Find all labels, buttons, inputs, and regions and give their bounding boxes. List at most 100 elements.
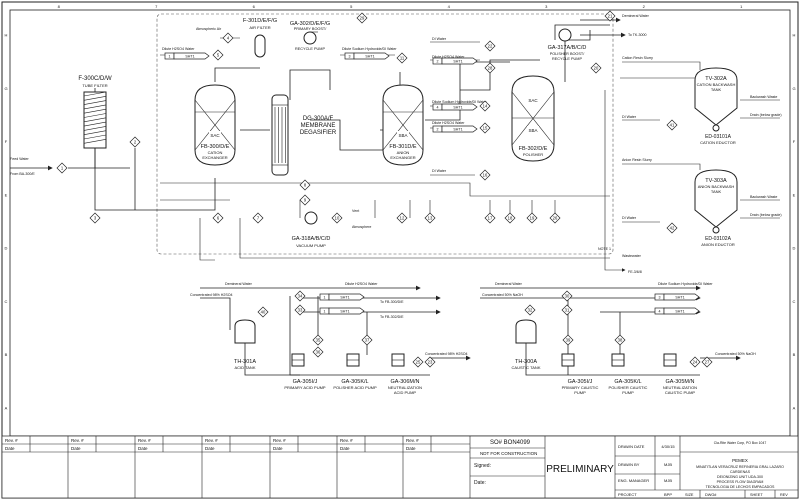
rev-cell-label: Rev. # xyxy=(340,438,353,443)
row-label-H: H xyxy=(5,33,8,38)
date-cell-label: Date xyxy=(205,446,215,451)
col-label-1: 1 xyxy=(740,4,743,9)
to-fb302-label: To FB-302/D/E xyxy=(380,315,404,319)
stream-bubble xyxy=(701,356,713,368)
stream-bubble xyxy=(294,290,306,302)
degasifier-desc2: DEGASIFIER xyxy=(300,130,337,136)
filter-hatch-line xyxy=(83,104,107,110)
caustic-tank-tag: TH-300A xyxy=(515,359,537,365)
eng-manager-label: ENG. MANAGER xyxy=(618,478,649,483)
stream-bubble xyxy=(331,212,343,224)
primary-pump-desc2: RECYCLE PUMP xyxy=(295,47,325,51)
stream-bubble xyxy=(222,32,234,44)
anion-exchanger-desc2: EXCHANGER xyxy=(390,155,415,160)
stream-bubble-number: 21 xyxy=(608,14,613,19)
border-grid-labels: 8877665544332211HHGGFFEEDDCCBBAA xyxy=(4,4,795,443)
cation-backwash-tank: TV-302A CATION BACKWASH TANK ED-03101A C… xyxy=(694,67,738,145)
acid-tank: TH-301A ACID TANK xyxy=(234,319,256,370)
sheet-ref-tag xyxy=(663,307,700,315)
filter-hatch-line xyxy=(83,130,107,135)
stream-bubble-number: 35 xyxy=(316,338,321,343)
stream-bubble-number: 3 xyxy=(94,216,97,221)
di-water-label-1: DI Water xyxy=(432,37,447,41)
membrane-degasifier: DG-300A/F MEMBRANE DEGASIFIER xyxy=(271,94,337,176)
client-name: PEMEX xyxy=(732,458,748,463)
stream-bubble xyxy=(396,212,408,224)
cation-exchanger-desc2: EXCHANGER xyxy=(202,155,227,160)
anion-tank-desc1: ANION BACKWASH xyxy=(698,184,735,189)
date-cell-label: Date xyxy=(406,446,416,451)
filter-hatch-line xyxy=(83,100,107,105)
cation-tank-tag: TV-302A xyxy=(705,76,727,82)
row-label-B: B xyxy=(5,352,8,357)
stream-bubble xyxy=(666,222,678,234)
stream-bubble xyxy=(424,356,436,368)
preliminary-stamp: PRELIMINARY xyxy=(546,464,614,475)
primary-caustic-pump-desc1: PRIMARY CAUSTIC xyxy=(562,385,599,390)
drain-label-2: Drain (below grade) xyxy=(750,213,782,217)
sheet-ref-tag-text: SHT1 xyxy=(340,310,349,314)
filter-hatch-line xyxy=(83,96,107,101)
date-cell-label: Date xyxy=(138,446,148,451)
sheet-ref-tag xyxy=(441,103,478,111)
drawn-date-label: DRAWN DATE xyxy=(618,444,645,449)
row-label-F: F xyxy=(5,139,8,144)
sheet-ref-tag xyxy=(441,125,478,133)
row-label-C: C xyxy=(5,299,8,304)
polisher-pump-desc2: RECYCLE PUMP xyxy=(552,57,582,61)
cation-tank-desc2: TANK xyxy=(711,87,722,92)
company-address: Cla-Rite Water Corp, PO Box 1047 xyxy=(714,441,767,445)
row-label-right-B: B xyxy=(793,352,796,357)
cation-eductor-tag: ED-03101A xyxy=(705,134,732,140)
stream-bubble xyxy=(212,49,224,61)
stream-bubble xyxy=(549,212,561,224)
to-fb300-label: To FB-300/D/E xyxy=(380,300,404,304)
anion-tank-desc2: TANK xyxy=(711,189,722,194)
caustic-tank-desc: CAUSTIC TANK xyxy=(512,365,541,370)
stream-bubble-number: 33 xyxy=(298,308,303,313)
stream-bubble-number: 2 xyxy=(134,140,137,145)
sheet-ref-tag xyxy=(353,52,390,60)
stream-bubble-number: 37 xyxy=(365,338,370,343)
stream-bubble xyxy=(299,179,311,191)
neut-caustic-pump-tag: GA-305M/N xyxy=(665,379,694,385)
stream-bubble-number: 38 xyxy=(618,338,623,343)
neut-acid-pump-desc1: NEUTRALIZATION xyxy=(388,385,422,390)
sheet-ref-tag-text: SHT1 xyxy=(185,55,194,59)
stream-bubble-number: 8 xyxy=(304,183,307,188)
air-filter-desc: AIR FILTER xyxy=(249,25,270,30)
project-value: BPP xyxy=(664,492,672,497)
neut-acid-pump-desc2: ACID PUMP xyxy=(394,390,417,395)
stream-bubble-number: 34 xyxy=(298,294,303,299)
stream-bubble-number: 39 xyxy=(566,338,571,343)
primary-caustic-pump-desc2: PUMP xyxy=(574,390,586,395)
anion-exchanger-tag: FB-301D/E xyxy=(389,144,417,150)
anion-resin-label: SBA xyxy=(398,133,407,138)
filter-hatch-line xyxy=(83,139,107,144)
conc-naoh-label-2: Concentrated 50% NaOH xyxy=(715,352,756,356)
row-label-right-A: A xyxy=(793,405,796,410)
air-filter-tag: F-301D/E/F/G xyxy=(243,18,277,24)
neut-acid-pump-tag: GA-306M/N xyxy=(390,379,419,385)
stream-bubble-number: 16 xyxy=(483,173,488,178)
to-tk-label: To TK-3000 xyxy=(628,33,647,37)
stream-bubble xyxy=(526,212,538,224)
tube-filter-desc: TUBE FILTER xyxy=(82,83,107,88)
caustic-tank: TH-300A CAUSTIC TANK xyxy=(512,319,541,370)
rev-cell-label: Rev. # xyxy=(273,438,286,443)
anion-eductor-tag: ED-03102A xyxy=(705,236,732,242)
primary-caustic-pump-tag: GA-305I/J xyxy=(568,379,593,385)
rev-cell-label: Rev. # xyxy=(406,438,419,443)
acid-tank-tag: TH-301A xyxy=(234,359,256,365)
sheet-ref-number-text: 3 xyxy=(659,296,661,300)
stream-bubble-number: 5 xyxy=(217,53,220,58)
stream-bubble xyxy=(479,122,491,134)
row-label-right-H: H xyxy=(793,33,796,38)
fe-label: FE-3/6/8 xyxy=(628,270,642,274)
stream-bubble xyxy=(504,212,516,224)
stream-bubble xyxy=(561,304,573,316)
row-label-right-F: F xyxy=(793,139,796,144)
stream-bubble-number: 26 xyxy=(553,216,558,221)
